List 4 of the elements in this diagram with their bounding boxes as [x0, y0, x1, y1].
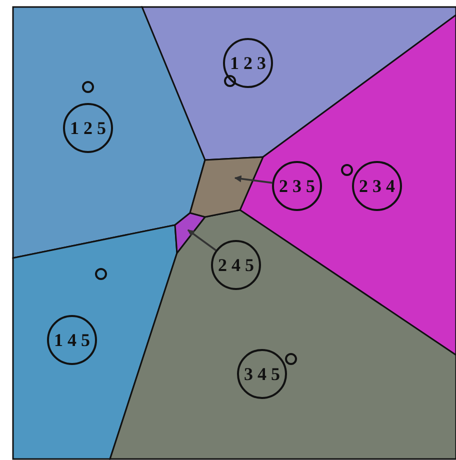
- region-polygon: [175, 213, 205, 253]
- arrow: [234, 175, 272, 184]
- region-polygon: [190, 157, 263, 217]
- arrow: [187, 229, 216, 251]
